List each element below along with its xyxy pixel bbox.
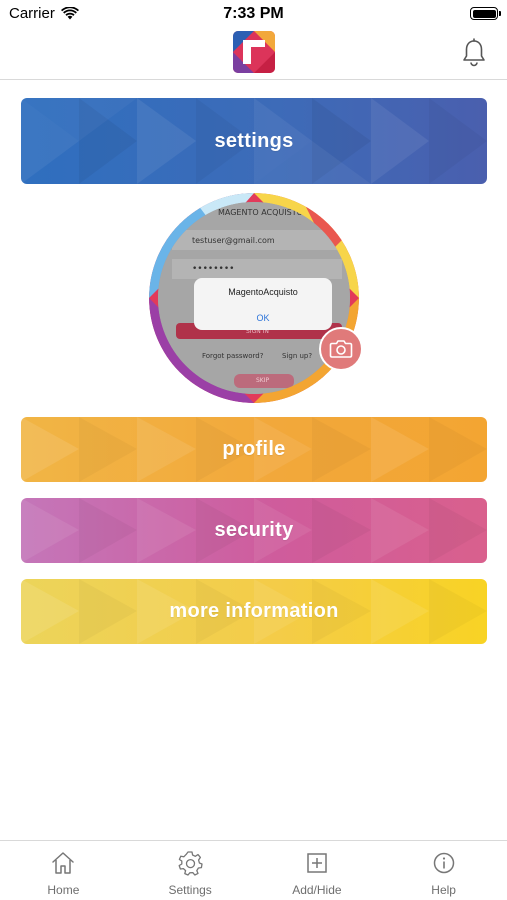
settings-label: settings [214, 129, 294, 152]
tab-help-label: Help [431, 883, 456, 897]
status-time: 7:33 PM [223, 5, 284, 22]
carrier-info: Carrier [9, 5, 79, 22]
banner-pattern [21, 579, 429, 644]
security-button[interactable]: security [21, 498, 487, 563]
gear-icon [178, 851, 203, 876]
carrier-label: Carrier [9, 5, 55, 22]
photo-signin: SIGN IN [246, 328, 269, 335]
tab-help[interactable]: Help [380, 841, 507, 900]
banner-pattern [21, 498, 487, 563]
change-photo-button[interactable] [319, 327, 363, 371]
home-icon [52, 852, 75, 874]
add-square-icon [307, 853, 327, 873]
profile-label: profile [222, 438, 286, 460]
wifi-icon [60, 7, 79, 20]
app-logo-icon [233, 31, 275, 73]
photo-email: testuser@gmail.com [192, 236, 275, 245]
avatar-photo: MAGENTO ACQUISTO testuser@gmail.com ••••… [158, 202, 350, 394]
tab-add-hide[interactable]: Add/Hide [254, 841, 381, 900]
banner-pattern [21, 417, 429, 482]
battery-icon [470, 7, 501, 20]
dialog-title: MagentoAcquisto [228, 287, 298, 297]
tab-home[interactable]: Home [0, 841, 127, 900]
more-information-button[interactable]: more information [21, 579, 487, 644]
tab-add-hide-label: Add/Hide [292, 883, 342, 897]
bell-icon[interactable] [461, 38, 487, 68]
tab-bar: Home Settings Add/Hide Help [0, 840, 507, 900]
avatar[interactable]: MAGENTO ACQUISTO testuser@gmail.com ••••… [149, 193, 359, 403]
security-label: security [214, 519, 294, 541]
info-icon [433, 852, 454, 874]
photo-dialog: MagentoAcquisto OK [194, 278, 332, 330]
nav-bar [0, 28, 507, 80]
more-information-label: more information [169, 600, 339, 622]
photo-forgot: Forgot password? [202, 352, 264, 360]
status-bar: Carrier 7:33 PM [0, 0, 507, 28]
banner-pattern [21, 98, 487, 184]
camera-icon [329, 340, 353, 358]
settings-button[interactable]: settings [21, 98, 487, 184]
photo-skip: SKIP [256, 377, 270, 384]
tab-settings[interactable]: Settings [127, 841, 254, 900]
dialog-ok: OK [256, 313, 270, 323]
tab-settings-label: Settings [168, 883, 212, 897]
photo-heading: MAGENTO ACQUISTO [218, 208, 303, 217]
photo-password: •••••••• [192, 264, 235, 274]
tab-home-label: Home [47, 883, 80, 897]
profile-button[interactable]: profile [21, 417, 487, 482]
photo-signup: Sign up? [282, 352, 313, 360]
